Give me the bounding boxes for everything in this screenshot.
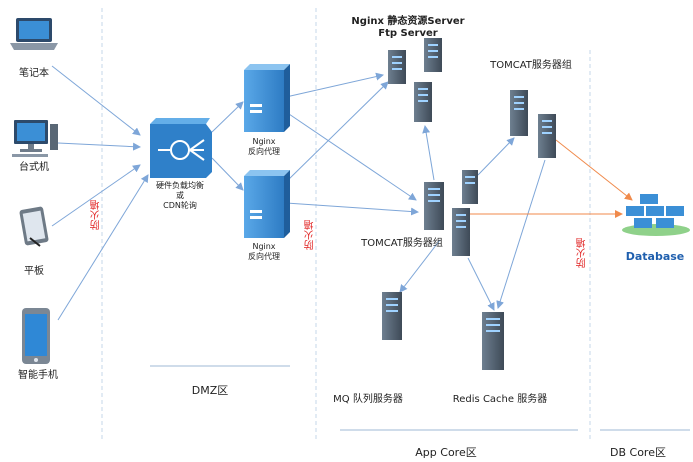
static-server-rack-3-icon xyxy=(414,82,432,122)
dmz-zone-label: DMZ区 xyxy=(191,384,229,397)
tomcat-top-label: TOMCAT服务器组 xyxy=(490,60,572,71)
load-balancer-icon xyxy=(150,118,212,178)
app-zone-label: App Core区 xyxy=(415,446,477,459)
lb-label-line2: 或 xyxy=(176,191,184,200)
redis-label: Redis Cache 服务器 xyxy=(452,394,548,405)
desktop-icon xyxy=(12,120,58,157)
mq-server-rack-icon xyxy=(382,292,402,340)
smartphone-icon xyxy=(22,308,50,364)
device-links xyxy=(51,65,149,321)
static-server-label-line2: Ftp Server xyxy=(378,28,438,39)
proxy-links xyxy=(285,72,419,216)
database-label: Database xyxy=(625,250,685,263)
db-links xyxy=(470,139,633,218)
app-links xyxy=(399,125,546,311)
proxy-top-role: 反向代理 xyxy=(248,147,280,156)
mq-label: MQ 队列服务器 xyxy=(333,394,403,405)
firewall-label-2: 防火墙 xyxy=(305,220,316,250)
nginx-proxy-bottom-icon xyxy=(244,170,290,238)
proxy-top-name: Nginx xyxy=(252,137,276,146)
zone-dividers xyxy=(101,8,591,440)
laptop-label: 笔记本 xyxy=(19,68,49,79)
tablet-icon xyxy=(19,206,49,247)
tomcat-top-rack-2-icon xyxy=(538,114,556,158)
db-zone-label: DB Core区 xyxy=(610,446,666,459)
tomcat-mid-label: TOMCAT服务器组 xyxy=(361,238,443,249)
lb-label-line1: 硬件负载均衡 xyxy=(156,181,204,190)
laptop-icon xyxy=(10,18,58,50)
nginx-proxy-top-icon xyxy=(244,64,290,132)
tomcat-top-rack-1-icon xyxy=(510,90,528,136)
database-icon xyxy=(622,194,690,236)
static-server-rack-2-icon xyxy=(424,38,442,72)
smartphone-label: 智能手机 xyxy=(18,370,58,381)
proxy-bottom-name: Nginx xyxy=(252,242,276,251)
desktop-label: 台式机 xyxy=(19,162,49,173)
zone-baselines xyxy=(150,365,690,431)
firewall-label-1: 防火墙 xyxy=(91,200,102,230)
tomcat-mid-rack-1-icon xyxy=(424,182,444,230)
static-server-rack-1-icon xyxy=(388,50,406,84)
tablet-label: 平板 xyxy=(24,266,44,277)
static-server-label-line1: Nginx 静态资源Server xyxy=(351,16,465,27)
lb-label-line3: CDN轮询 xyxy=(163,201,197,210)
lb-links xyxy=(211,101,244,191)
proxy-bottom-role: 反向代理 xyxy=(248,252,280,261)
redis-server-rack-icon xyxy=(482,312,504,370)
tomcat-mid-rack-3-icon xyxy=(452,208,470,256)
firewall-label-3: 防火墙 xyxy=(577,238,588,268)
tomcat-mid-rack-2-icon xyxy=(462,170,478,204)
